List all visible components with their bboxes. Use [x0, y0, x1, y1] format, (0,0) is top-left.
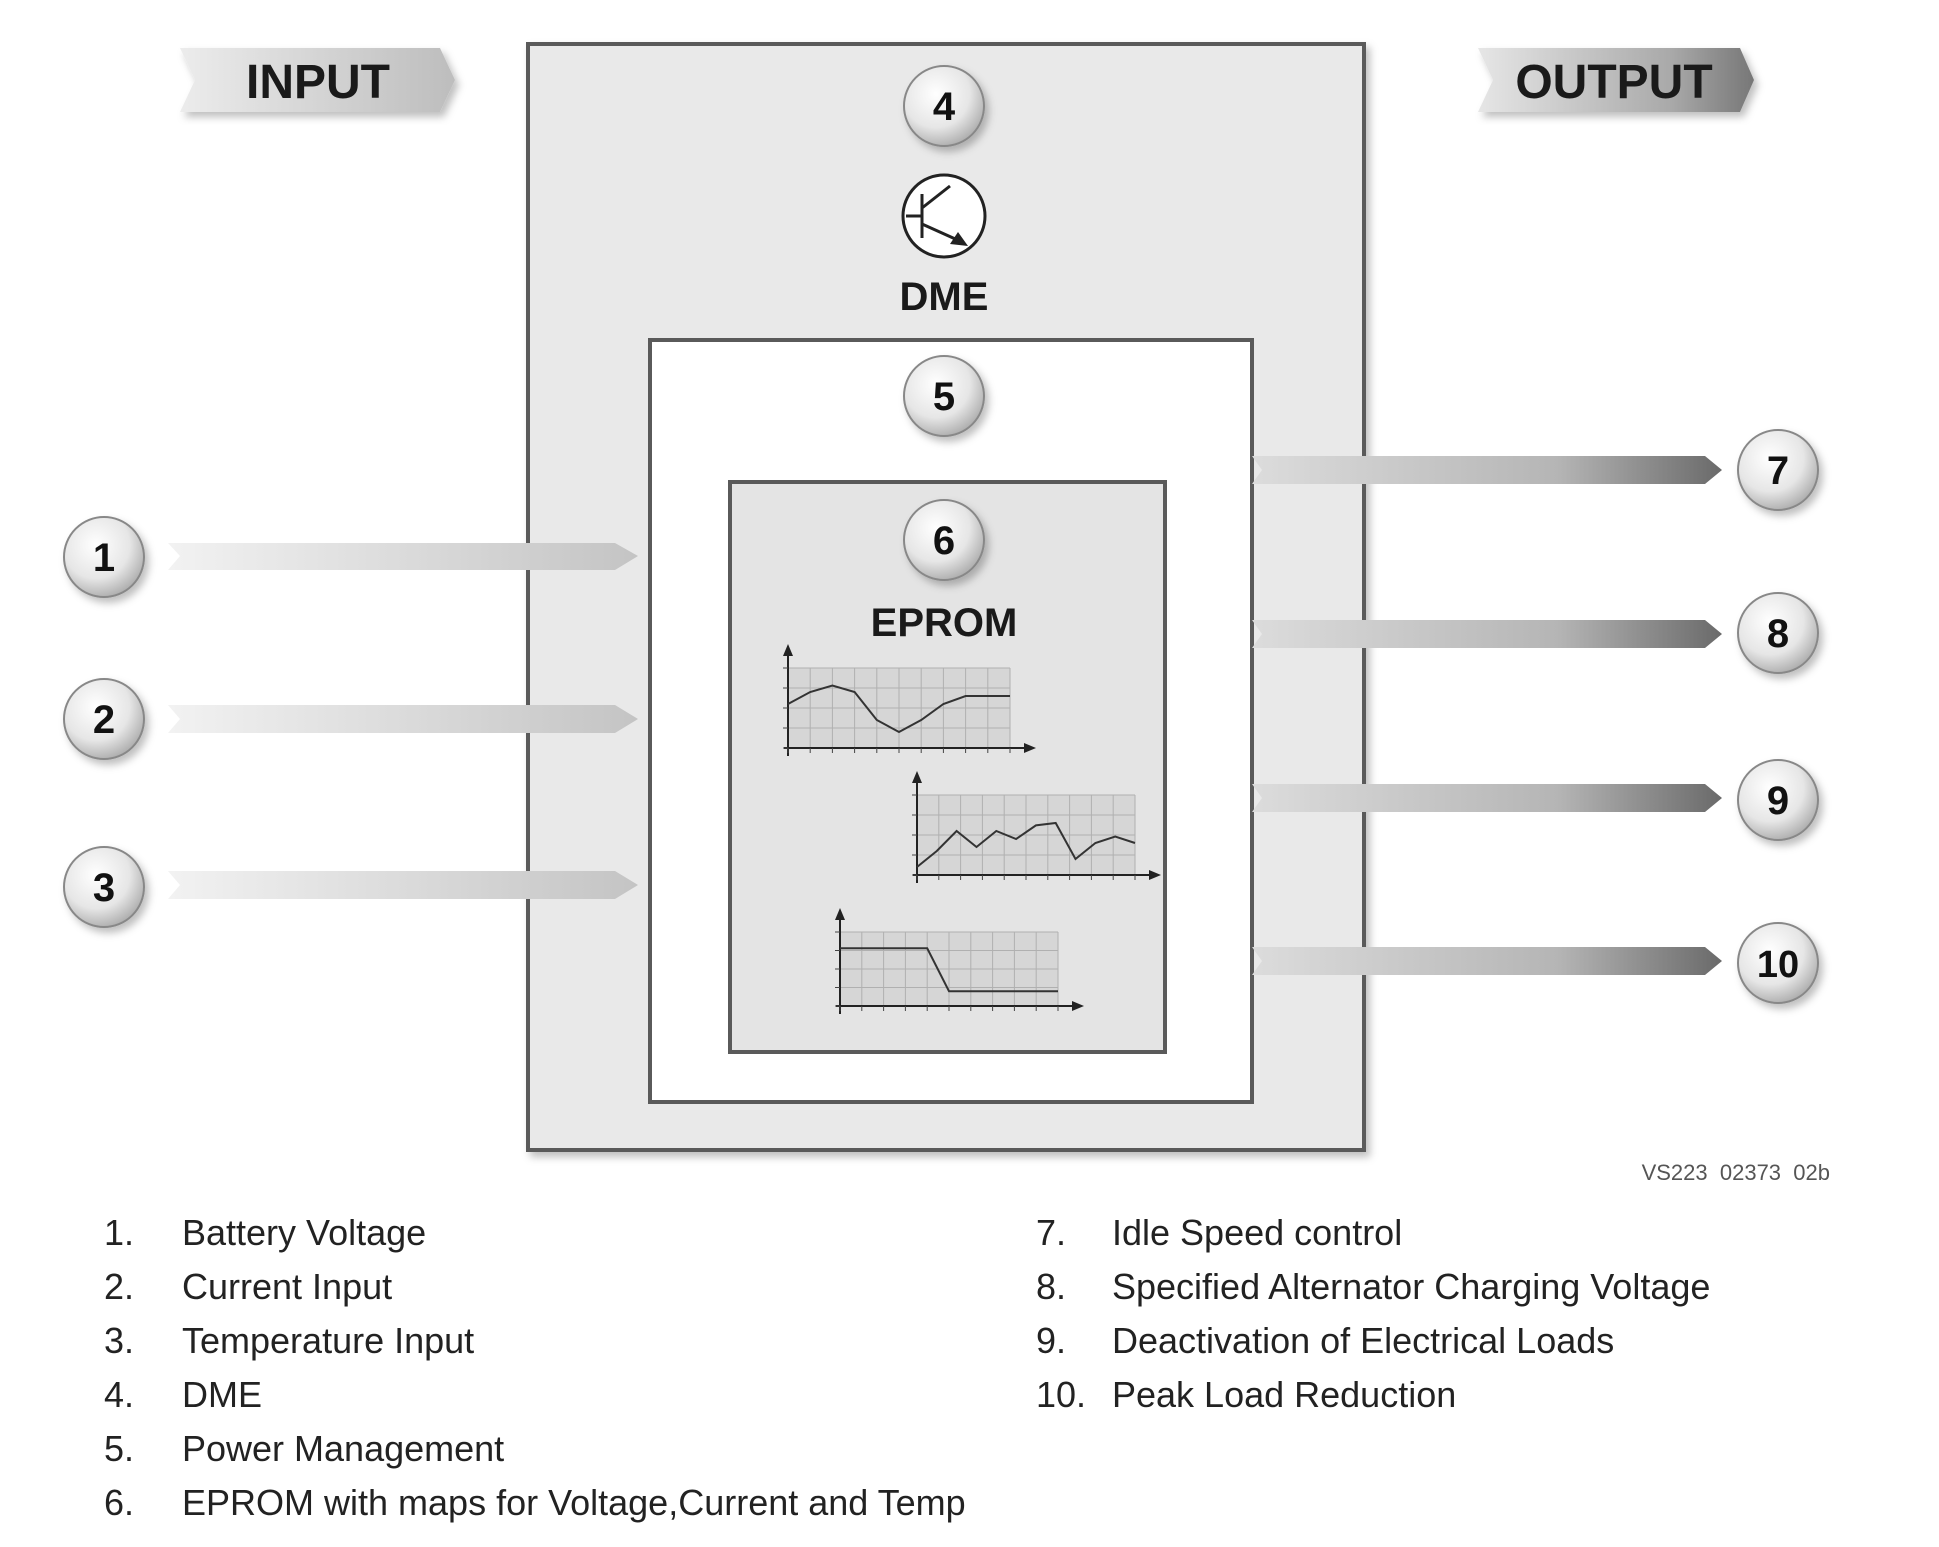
input-number-badge-2: 2 [63, 678, 145, 760]
svg-text:5: 5 [933, 375, 955, 419]
input-label: INPUT [246, 56, 390, 109]
map-y-axis-arrow [835, 908, 845, 920]
map-curve [840, 947, 1058, 993]
input-number-badge-1: 1 [63, 516, 145, 598]
input-number-badge-3: 3 [63, 846, 145, 928]
svg-text:3: 3 [93, 866, 115, 910]
output-banner: OUTPUT [1478, 48, 1754, 112]
current-map-chart [912, 771, 1161, 883]
map-y-axis-arrow [912, 771, 922, 783]
svg-text:7: 7 [1767, 449, 1789, 493]
svg-text:10: 10 [1757, 944, 1799, 986]
svg-text:4: 4 [933, 85, 956, 129]
output-arrow-8 [1252, 620, 1722, 648]
svg-text:9: 9 [1767, 779, 1789, 823]
map-x-axis-arrow [1072, 1001, 1084, 1011]
eprom-label: EPROM [871, 601, 1018, 645]
legend-left: 1. Battery Voltage 2. Current Input 3. T… [104, 1212, 966, 1523]
legend-right: 7. Idle Speed control 8. Specified Alter… [1036, 1212, 1711, 1415]
svg-text:8: 8 [1767, 612, 1789, 656]
output-arrow-7 [1252, 456, 1722, 484]
svg-text:2: 2 [93, 698, 115, 742]
input-arrow-2 [168, 705, 638, 733]
svg-text:1: 1 [93, 536, 115, 580]
output-label: OUTPUT [1515, 56, 1712, 109]
dme-number-badge: 4 [903, 65, 985, 147]
dme-label: DME [900, 275, 989, 319]
input-arrow-1 [168, 543, 638, 570]
output-number-badge-10: 10 [1737, 922, 1819, 1004]
svg-text:6: 6 [933, 519, 955, 563]
map-x-axis-arrow [1149, 870, 1161, 880]
voltage-map-chart [783, 644, 1036, 756]
image-code: VS223_02373_02b [1642, 1160, 1830, 1180]
transistor-icon [901, 173, 987, 259]
input-banner: INPUT [180, 48, 455, 112]
power-management-number-badge: 5 [903, 355, 985, 437]
output-number-badge-8: 8 [1737, 592, 1819, 674]
temperature-map-chart [835, 908, 1084, 1014]
map-curve [916, 821, 1136, 868]
input-arrow-3 [168, 871, 638, 899]
map-x-axis-arrow [1024, 743, 1036, 753]
map-curve [787, 684, 1010, 734]
output-number-badge-7: 7 [1737, 429, 1819, 511]
eprom-number-badge: 6 [903, 499, 985, 581]
output-number-badge-9: 9 [1737, 759, 1819, 841]
dme-power-management-diagram: INPUT OUTPUT 4 DME 5 6 EPROM [63, 42, 1830, 1180]
output-arrow-10 [1252, 947, 1722, 975]
map-y-axis-arrow [783, 644, 793, 656]
output-arrow-9 [1252, 784, 1722, 812]
